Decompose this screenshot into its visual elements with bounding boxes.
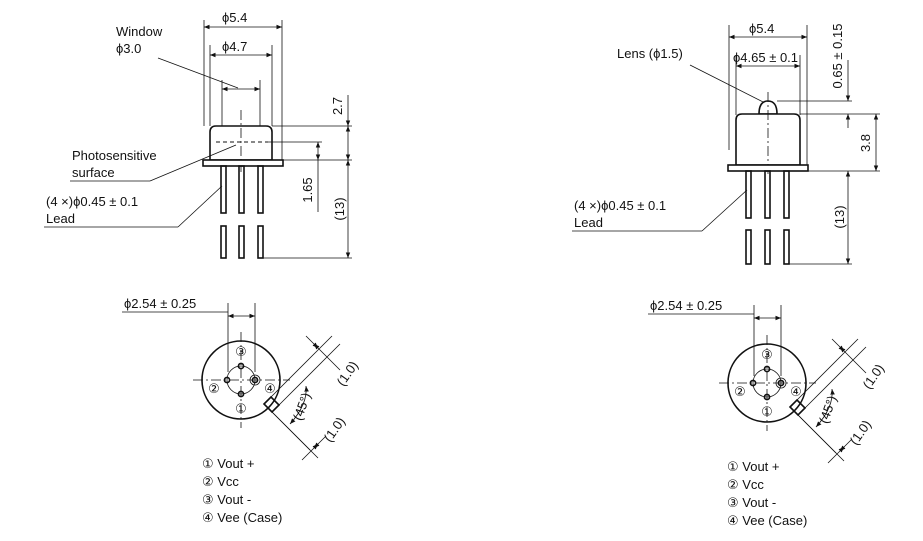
- left-tab-angle-label: (45°): [290, 391, 314, 423]
- left-side-view: ϕ5.4 ϕ4.7 Window ϕ3.0: [44, 10, 352, 259]
- left-tab-width-2-label: (1.0): [321, 414, 349, 445]
- left-height-top-label: 2.7: [330, 97, 345, 115]
- window-dia-label: ϕ3.0: [116, 41, 141, 56]
- left-pin1-number: ①: [235, 401, 247, 416]
- right-legend-item-1: ① Vout +: [727, 459, 780, 474]
- right-pin2-number: ②: [734, 384, 746, 399]
- left-pin-legend: ① Vout + ② Vcc ③ Vout - ④ Vee (Case): [202, 456, 282, 525]
- photosensitive-label-line2: surface: [72, 165, 115, 180]
- left-legend-item-2: ② Vcc: [202, 474, 239, 489]
- right-pitch-dia-label: ϕ2.54 ± 0.25: [650, 298, 722, 313]
- right-side-view: ϕ5.4 ϕ4.65 ± 0.1 Lens (ϕ1.5) 0.65 ± 0.15: [572, 21, 880, 265]
- right-legend-item-2: ② Vcc: [727, 477, 764, 492]
- right-leads: [745, 170, 790, 265]
- right-pin4-number: ④: [790, 384, 802, 399]
- right-lead-label: Lead: [574, 215, 603, 230]
- right-lead-spec-label: (4 ×)ϕ0.45 ± 0.1: [574, 198, 666, 213]
- right-pin1-number: ①: [761, 404, 773, 419]
- left-legend-item-3: ③ Vout -: [202, 492, 251, 507]
- left-pitch-dia-label: ϕ2.54 ± 0.25: [124, 296, 196, 311]
- lens-label: Lens (ϕ1.5): [617, 46, 683, 61]
- right-tab-angle-label: (45°): [816, 394, 840, 426]
- right-lens-height-label: 0.65 ± 0.15: [830, 24, 845, 89]
- left-pin3-number: ③: [235, 344, 247, 359]
- right-tab-width-2-label: (1.0): [847, 417, 875, 448]
- photosensitive-label-line1: Photosensitive: [72, 148, 157, 163]
- left-pin2-number: ②: [208, 381, 220, 396]
- left-lead-length-label: (13): [332, 197, 347, 220]
- left-lead-label: Lead: [46, 211, 75, 226]
- left-legend-item-1: ① Vout +: [202, 456, 255, 471]
- right-dia-inner-label: ϕ4.65 ± 0.1: [733, 50, 798, 65]
- right-legend-item-4: ④ Vee (Case): [727, 513, 807, 528]
- left-surface-height-label: 1.65: [300, 177, 315, 202]
- left-tab-width-1-label: (1.0): [334, 358, 362, 389]
- window-label: Window: [116, 24, 163, 39]
- right-dia-outer-label: ϕ5.4: [749, 21, 774, 36]
- left-leads: [220, 165, 264, 259]
- left-lead-spec-label: (4 ×)ϕ0.45 ± 0.1: [46, 194, 138, 209]
- right-pin3-number: ③: [761, 347, 773, 362]
- left-dia-outer-label: ϕ5.4: [222, 10, 247, 25]
- right-legend-item-3: ③ Vout -: [727, 495, 776, 510]
- right-cap-height-label: 3.8: [858, 134, 873, 152]
- right-bottom-view: ϕ2.54 ± 0.25 ③ ② ① ④ (1.0) (1.0) (45°): [648, 298, 888, 464]
- right-pin-legend: ① Vout + ② Vcc ③ Vout - ④ Vee (Case): [727, 459, 807, 528]
- right-lead-length-label: (13): [832, 205, 847, 228]
- left-legend-item-4: ④ Vee (Case): [202, 510, 282, 525]
- left-pin4-number: ④: [264, 381, 276, 396]
- left-bottom-view: ϕ2.54 ± 0.25 ③ ② ① ④ (1.0) (1.0): [122, 296, 362, 461]
- left-dia-inner-label: ϕ4.7: [222, 39, 247, 54]
- right-tab-width-1-label: (1.0): [860, 361, 888, 392]
